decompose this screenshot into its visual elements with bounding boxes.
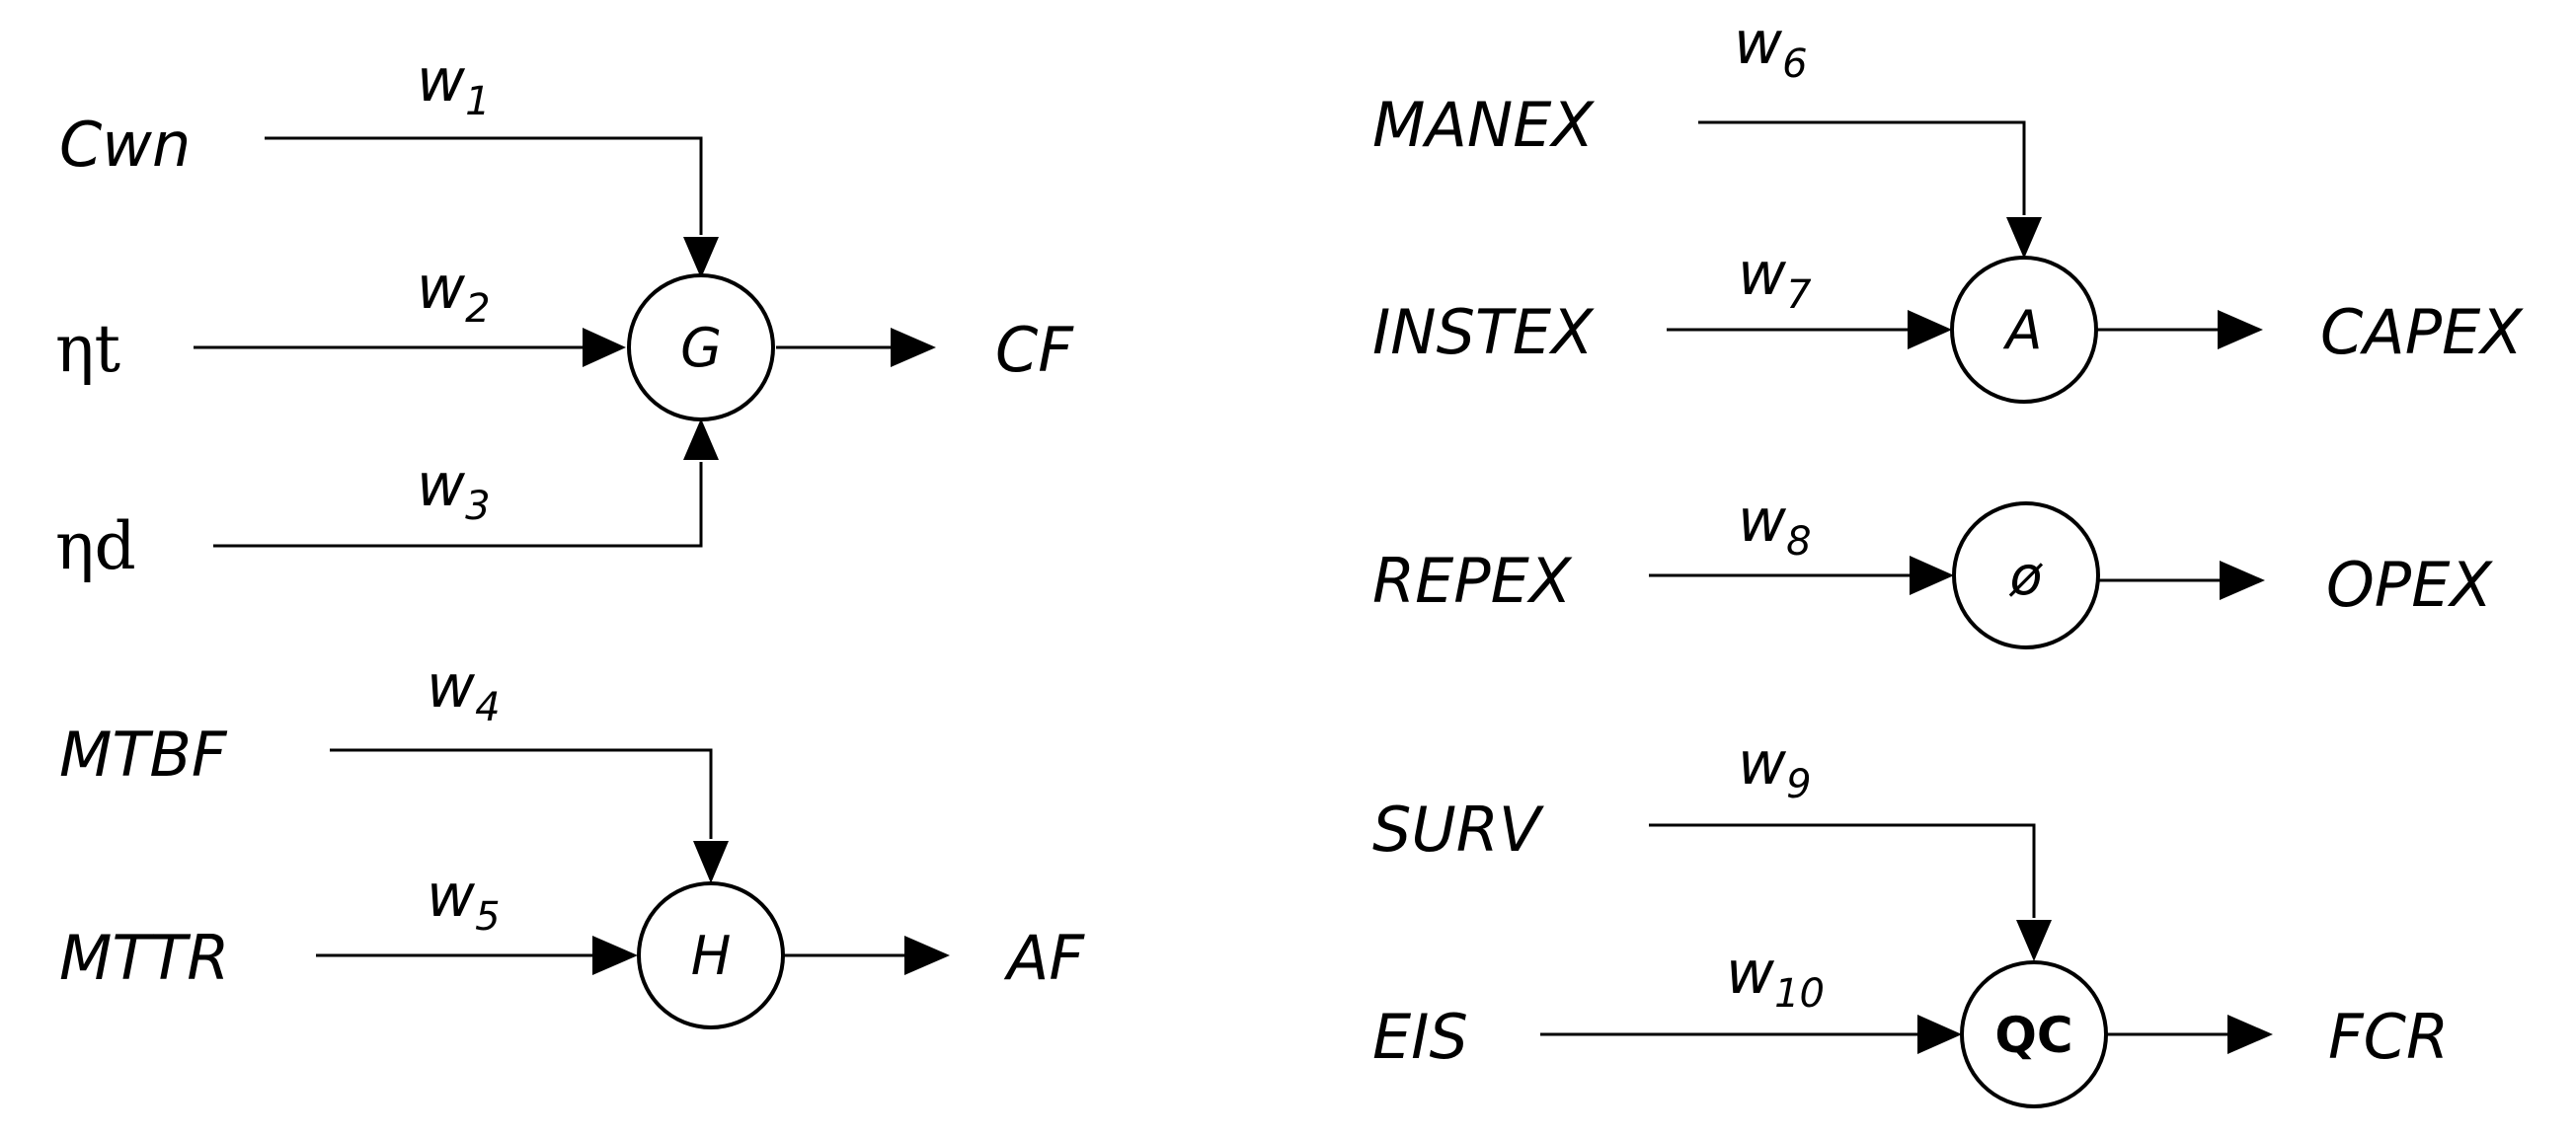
output-capex: CAPEX xyxy=(2320,296,2524,368)
arrowhead-manex-a xyxy=(2006,217,2042,259)
node-qc xyxy=(1960,960,2108,1108)
input-mttr: MTTR xyxy=(59,922,229,994)
output-cf: CF xyxy=(995,314,1074,386)
input-eta-d: ηd xyxy=(55,508,136,584)
edge-eta-d-g xyxy=(213,462,703,548)
arrowhead-a-capex xyxy=(2218,310,2263,349)
arrowhead-mttr-h xyxy=(592,936,638,975)
arrowhead-eta-t-g xyxy=(583,328,626,367)
edge-cwn-g xyxy=(265,136,703,235)
arrowhead-mtbf-h xyxy=(693,841,729,883)
weight-w3: w3 xyxy=(417,451,491,529)
input-cwn: Cwn xyxy=(59,109,191,181)
arrowhead-phi-opex xyxy=(2220,561,2265,600)
input-mtbf: MTBF xyxy=(59,719,228,791)
arrowhead-g-cf xyxy=(891,328,936,367)
weight-w9: w9 xyxy=(1738,729,1812,807)
arrowhead-surv-qc xyxy=(2016,920,2052,961)
input-repex: REPEX xyxy=(1372,545,1573,617)
edge-mtbf-h xyxy=(330,748,713,839)
node-h xyxy=(637,881,785,1029)
weight-w5: w5 xyxy=(427,862,501,940)
weight-w8: w8 xyxy=(1738,487,1812,565)
output-af: AF xyxy=(1003,922,1085,994)
arrowhead-qc-fcr xyxy=(2227,1015,2273,1054)
weight-w10: w10 xyxy=(1726,939,1825,1017)
input-eta-t: ηt xyxy=(55,311,120,387)
weight-w7: w7 xyxy=(1738,240,1812,318)
edge-surv-qc xyxy=(1649,823,2036,918)
input-instex: INSTEX xyxy=(1372,296,1595,368)
group-fcr: QC SURV EIS w9 w10 FCR xyxy=(1372,729,2449,1108)
group-capex: A MANEX INSTEX w6 w7 CAPEX xyxy=(1372,9,2524,404)
arrowhead-cwn-g xyxy=(683,237,719,278)
node-qc-label: QC xyxy=(1994,1007,2072,1064)
arrowhead-instex-a xyxy=(1908,310,1952,349)
node-g-label: G xyxy=(680,317,722,379)
node-phi-label: ø xyxy=(2008,545,2043,607)
edge-manex-a xyxy=(1698,120,2026,215)
arrowhead-eis-qc xyxy=(1917,1015,1962,1054)
input-surv: SURV xyxy=(1372,794,1545,866)
input-manex: MANEX xyxy=(1372,89,1595,161)
group-af: H MTBF MTTR w4 w5 AF xyxy=(59,652,1085,1029)
input-eis: EIS xyxy=(1372,1001,1468,1073)
node-a-label: A xyxy=(2003,299,2043,361)
group-cf: G Cwn ηt ηd w1 w2 w3 CF xyxy=(55,46,1074,584)
weight-w1: w1 xyxy=(417,46,491,124)
group-opex: ø REPEX w8 OPEX xyxy=(1372,487,2493,649)
node-phi xyxy=(1952,501,2100,649)
weight-w2: w2 xyxy=(417,254,491,332)
arrowhead-eta-d-g xyxy=(683,418,719,460)
weight-w6: w6 xyxy=(1734,9,1808,87)
output-fcr: FCR xyxy=(2328,1001,2449,1073)
weight-w4: w4 xyxy=(427,652,501,730)
node-a xyxy=(1950,256,2098,404)
arrowhead-repex-phi xyxy=(1910,556,1954,595)
node-h-label: H xyxy=(691,925,732,987)
output-opex: OPEX xyxy=(2326,549,2493,621)
node-g xyxy=(627,273,775,421)
arrowhead-h-af xyxy=(904,936,950,975)
